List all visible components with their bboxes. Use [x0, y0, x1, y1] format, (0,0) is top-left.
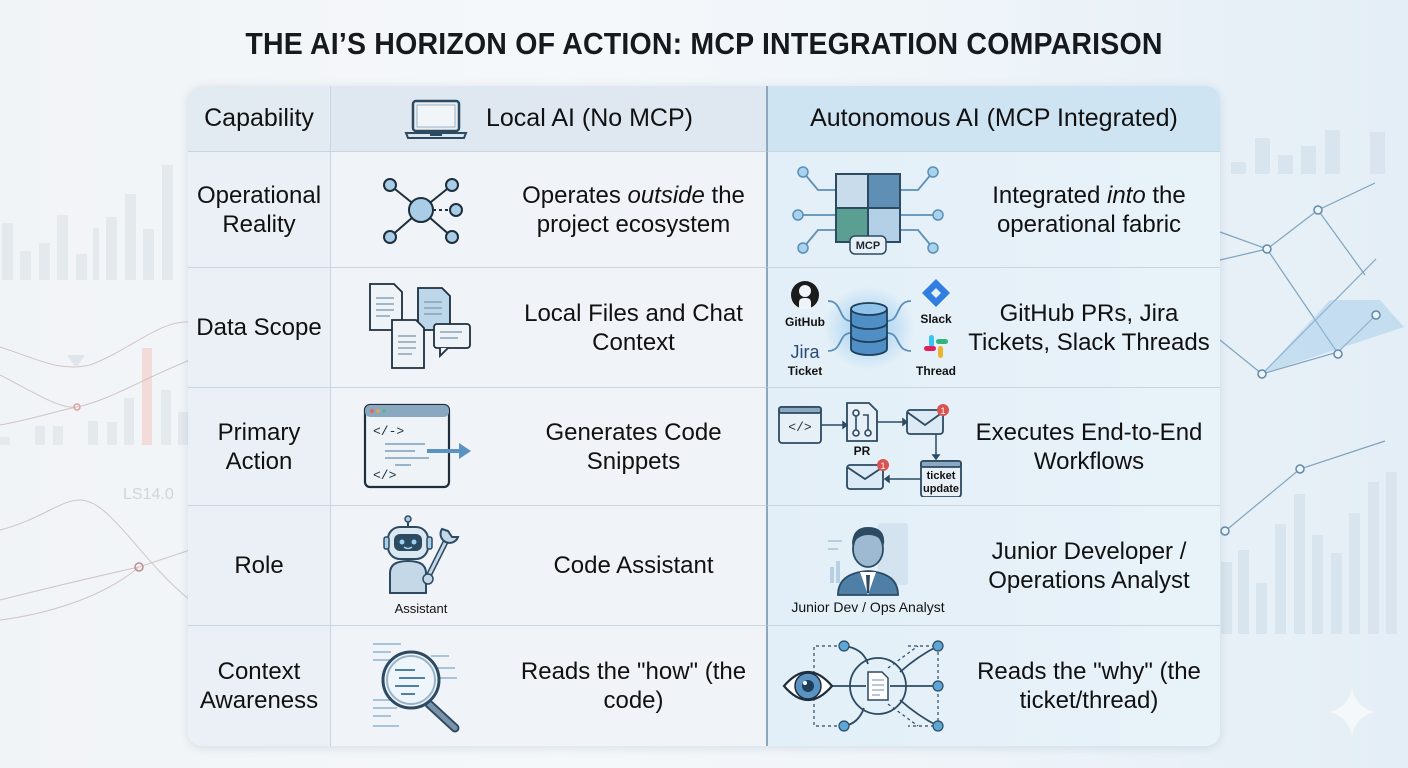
capability-cell: Role: [188, 506, 331, 626]
mcp-cell: GitHub Jira Ticket Slack Thread: [768, 268, 1220, 388]
jira-diamond-icon: [922, 278, 950, 307]
robot-wrench-icon: Assistant: [331, 515, 511, 616]
svg-text:GitHub: GitHub: [785, 315, 825, 329]
capability-label: Data Scope: [196, 314, 322, 341]
svg-text:Slack: Slack: [920, 312, 952, 326]
local-cell: Assistant Code Assistant: [331, 506, 768, 626]
capability-label: Primary: [217, 418, 301, 446]
developer-label: Junior Dev / Ops Analyst: [791, 598, 945, 615]
network-nodes-icon: [331, 170, 511, 250]
github-icon: [791, 280, 819, 309]
background-label: LS14.0: [123, 486, 174, 503]
local-cell: Operates outside the project ecosystem: [331, 152, 768, 268]
developer-avatar-icon: Junior Dev / Ops Analyst: [768, 517, 968, 615]
mcp-puzzle-icon: MCP: [768, 160, 968, 260]
capability-cell: Data Scope: [188, 268, 331, 388]
capability-label: Context: [217, 658, 301, 685]
svg-text:Thread: Thread: [916, 364, 956, 378]
header-local-ai: Local AI (No MCP): [331, 86, 768, 152]
svg-text:update: update: [923, 483, 959, 495]
capability-label: Role: [234, 552, 284, 579]
mcp-cell: </> PR 1: [768, 388, 1220, 506]
comparison-table: Capability Local AI (No MCP) Autonomous …: [188, 86, 1220, 746]
background-bar-chart-left: [0, 165, 188, 445]
laptop-icon: [404, 98, 468, 140]
magnifier-code-icon: [331, 638, 511, 734]
capability-label: Operational: [196, 181, 322, 209]
mcp-description: GitHub PRs, Jira Tickets, Slack Threads: [968, 299, 1210, 356]
svg-text:ticket: ticket: [927, 470, 956, 482]
workflow-icon: </> PR 1: [768, 397, 968, 497]
mcp-description: Executes End-to-End Workflows: [975, 418, 1203, 475]
svg-text:1: 1: [940, 406, 945, 416]
local-description: Generates Code Snippets: [545, 418, 722, 475]
local-cell: Reads the "how" (the code): [331, 626, 768, 746]
mcp-description: Integrated into the operational fabric: [992, 181, 1186, 238]
local-description: Reads the "how" (the code): [520, 658, 747, 714]
local-cell: Local Files and Chat Context: [331, 268, 768, 388]
documents-chat-icon: [331, 280, 511, 376]
header-mcp-ai: Autonomous AI (MCP Integrated): [768, 86, 1220, 152]
mcp-cell: Junior Dev / Ops Analyst Junior Develope…: [768, 506, 1220, 626]
mcp-cell: MCP Integrated into the operational fabr…: [768, 152, 1220, 268]
local-description: Local Files and Chat Context: [524, 299, 743, 356]
header-capability-label: Capability: [204, 104, 314, 132]
background-bar-chart-right: [1221, 130, 1397, 634]
local-cell: </-> </> Generates Code Snippets: [331, 388, 768, 506]
local-description: Operates outside the project ecosystem: [522, 181, 745, 238]
svg-text:</>: </>: [788, 420, 812, 435]
svg-text:</->: </->: [373, 424, 404, 439]
page-title: THE AI’S HORIZON OF ACTION: MCP INTEGRAT…: [245, 26, 1163, 61]
mcp-description: Reads the "why" (the ticket/thread): [977, 658, 1201, 714]
background-line-chart-right: [1219, 182, 1386, 533]
header-mcp-label: Autonomous AI (MCP Integrated): [810, 104, 1178, 132]
background-line-chart-left: [0, 321, 191, 621]
header-local-label: Local AI (No MCP): [485, 104, 693, 132]
svg-text:1: 1: [880, 461, 885, 471]
jira-logo: Jira: [790, 342, 820, 362]
slack-icon: [924, 334, 948, 358]
header-capability: Capability: [188, 86, 331, 152]
mcp-cell: Reads the "why" (the ticket/thread): [768, 626, 1220, 746]
local-description: Code Assistant: [553, 552, 714, 579]
svg-text:PR: PR: [854, 444, 871, 458]
data-hub-icon: GitHub Jira Ticket Slack Thread: [768, 273, 968, 383]
svg-text:</>: </>: [373, 468, 397, 483]
eye-network-icon: [768, 636, 968, 736]
code-window-icon: </-> </>: [331, 401, 511, 493]
mcp-description: Junior Developer / Operations Analyst: [988, 537, 1190, 594]
robot-label: Assistant: [394, 601, 448, 616]
svg-text:MCP: MCP: [856, 240, 880, 252]
svg-text:Ticket: Ticket: [788, 364, 822, 378]
sparkle-icon: [1329, 688, 1375, 736]
